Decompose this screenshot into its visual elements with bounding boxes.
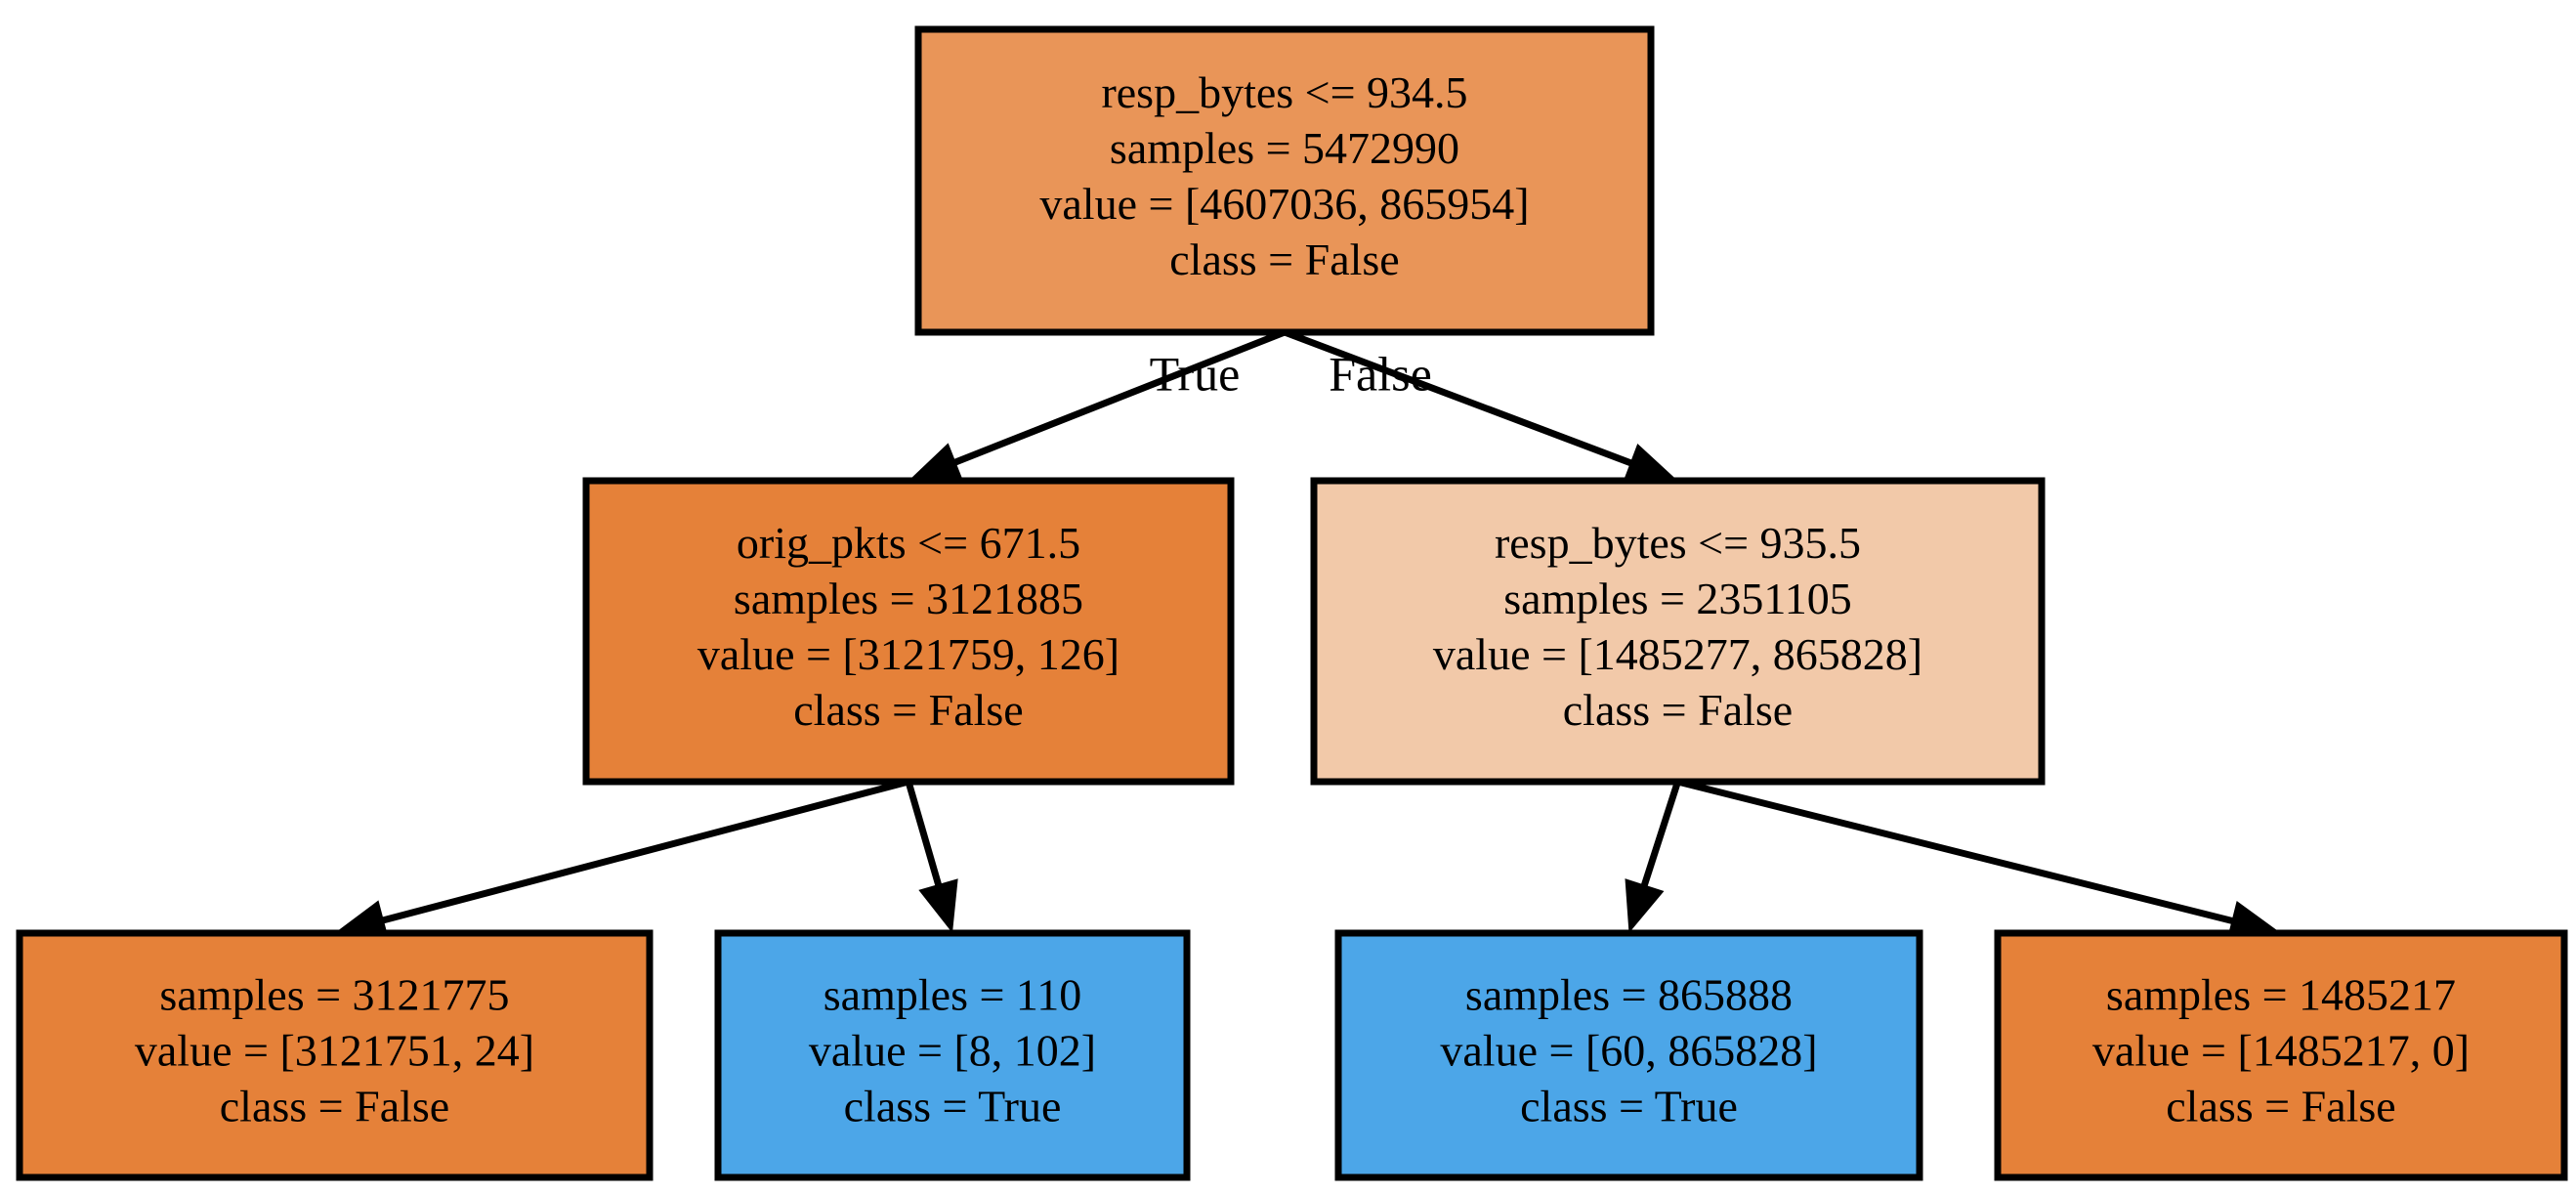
- node-text-line: samples = 5472990: [1110, 123, 1459, 173]
- tree-node-root[interactable]: resp_bytes <= 934.5 samples = 5472990 valu…: [914, 25, 1655, 336]
- edge-line: [905, 781, 944, 891]
- edge-line: [949, 328, 1287, 468]
- node-box: [1310, 477, 2046, 786]
- node-text-line: samples = 3121775: [159, 970, 509, 1020]
- arrow-head-icon: [918, 878, 958, 933]
- tree-node-n2[interactable]: resp_bytes <= 935.5 samples = 2351105 valu…: [1310, 477, 2046, 786]
- node-text-line: value = [3121751, 24]: [135, 1026, 534, 1076]
- node-text-line: orig_pkts <= 671.5: [737, 518, 1080, 568]
- node-text-line: value = [4607036, 865954]: [1039, 179, 1529, 229]
- node-text-line: class = True: [1520, 1082, 1738, 1131]
- node-text-line: samples = 2351105: [1503, 574, 1851, 623]
- node-text-line: value = [1485277, 865828]: [1433, 629, 1922, 679]
- node-box: [582, 477, 1235, 786]
- node-text-line: class = False: [220, 1082, 449, 1131]
- tree-edge-root-to-n1: [908, 328, 1287, 482]
- tree-node-l1[interactable]: samples = 3121775 value = [3121751, 24] cl…: [16, 929, 654, 1181]
- node-text-line: resp_bytes <= 935.5: [1495, 518, 1861, 568]
- node-text-line: samples = 1485217: [2106, 970, 2456, 1020]
- node-box: [1334, 929, 1923, 1181]
- node-text-line: class = False: [1563, 685, 1793, 735]
- node-box: [914, 25, 1655, 336]
- node-text-line: value = [3121759, 126]: [697, 629, 1119, 679]
- tree-node-l2[interactable]: samples = 110 value = [8, 102] class = Tru…: [714, 929, 1191, 1181]
- node-text-line: value = [8, 102]: [809, 1026, 1096, 1076]
- node-text-line: class = False: [793, 685, 1023, 735]
- tree-node-n1[interactable]: orig_pkts <= 671.5 samples = 3121885 value…: [582, 477, 1235, 786]
- node-text-line: class = True: [844, 1082, 1062, 1131]
- tree-edge-root-to-n2: [1283, 328, 1678, 483]
- node-text-line: class = False: [2166, 1082, 2395, 1131]
- node-text-line: class = False: [1169, 235, 1399, 284]
- node-box: [16, 929, 654, 1181]
- edge-line: [1676, 778, 2239, 926]
- arrow-head-icon: [1625, 878, 1665, 933]
- node-text-line: value = [1485217, 0]: [2092, 1026, 2470, 1076]
- tree-edge-n1-to-l1: [334, 778, 909, 941]
- arrow-head-icon: [1623, 443, 1678, 483]
- tree-edge-n1-to-l2: [905, 781, 958, 933]
- node-text-line: value = [60, 865828]: [1440, 1026, 1817, 1076]
- tree-node-l3[interactable]: samples = 865888 value = [60, 865828] clas…: [1334, 929, 1923, 1181]
- node-text-line: resp_bytes <= 934.5: [1101, 67, 1467, 117]
- edge-line: [1639, 780, 1681, 892]
- node-text-line: samples = 3121885: [734, 574, 1083, 623]
- edge-labels-layer: True False: [1150, 346, 1432, 401]
- tree-edge-n2-to-l3: [1625, 780, 1681, 933]
- node-box: [1994, 929, 2568, 1181]
- nodes-layer: resp_bytes <= 934.5 samples = 5472990 valu…: [16, 25, 2568, 1181]
- node-box: [714, 929, 1191, 1181]
- edge-line: [377, 778, 909, 925]
- arrow-head-icon: [908, 443, 964, 482]
- edge-line: [1283, 328, 1637, 469]
- node-text-line: samples = 865888: [1465, 970, 1793, 1020]
- tree-edge-n2-to-l4: [1676, 778, 2281, 941]
- node-text-line: samples = 110: [823, 970, 1081, 1020]
- edge-label-false: False: [1329, 346, 1432, 401]
- tree-node-l4[interactable]: samples = 1485217 value = [1485217, 0] cla…: [1994, 929, 2568, 1181]
- edge-label-true: True: [1150, 346, 1241, 401]
